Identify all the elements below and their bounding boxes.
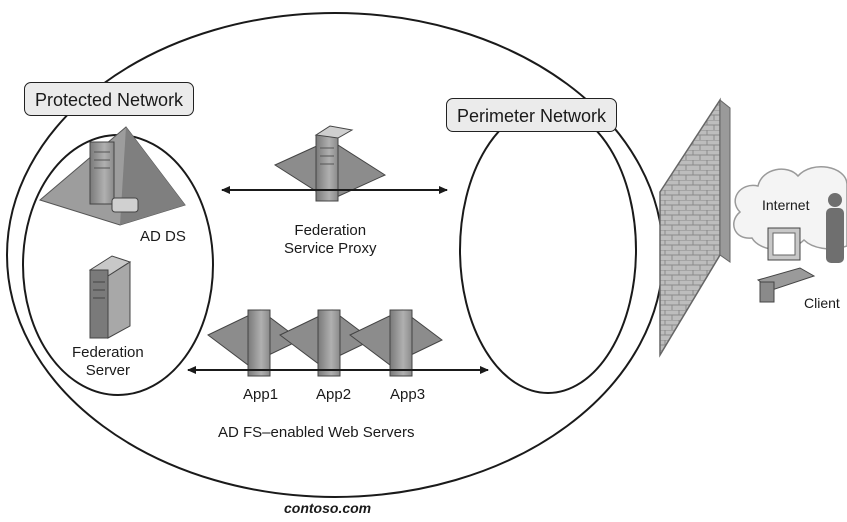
ad-ds-icon	[38, 126, 186, 226]
app1-label: App1	[243, 386, 279, 403]
protected-network-label: Protected Network	[24, 82, 195, 116]
firewall-icon	[659, 97, 731, 358]
federation-server-label: Federation Server	[72, 344, 144, 379]
app3-label: App3	[390, 386, 426, 403]
client-computer-icon	[756, 227, 816, 303]
ad-ds-label: AD DS	[140, 228, 186, 245]
perimeter-network-label: Perimeter Network	[446, 98, 618, 132]
app-servers-icon	[207, 309, 443, 377]
federation-server-icon	[88, 255, 132, 339]
internet-cloud-icon	[733, 166, 847, 251]
domain-label: contoso.com	[284, 500, 372, 516]
client-label: Client	[804, 295, 840, 311]
app2-label: App2	[316, 386, 352, 403]
perimeter-network-boundary	[459, 106, 637, 394]
user-icon	[826, 193, 844, 263]
federation-proxy-icon	[273, 125, 387, 202]
federation-proxy-label: Federation Service Proxy	[284, 222, 377, 257]
internet-label: Internet	[762, 197, 810, 213]
web-servers-caption: AD FS–enabled Web Servers	[218, 424, 415, 441]
